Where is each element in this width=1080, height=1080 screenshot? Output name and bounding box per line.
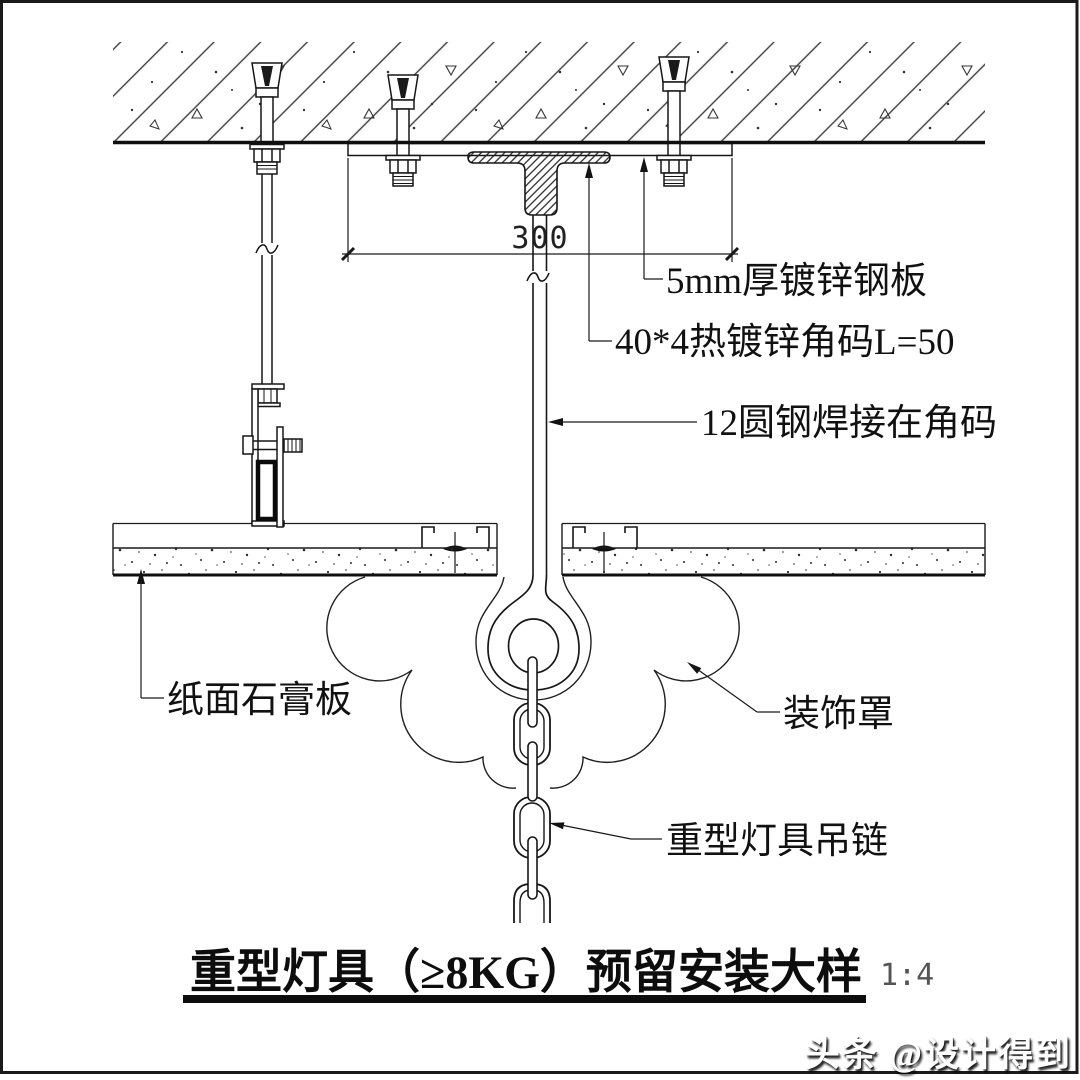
leader-chain	[549, 822, 662, 840]
leader-steel-plate	[640, 157, 663, 280]
carrier-channel	[255, 459, 278, 522]
chain-link-slim	[527, 836, 538, 900]
hanger-rod-left	[255, 174, 279, 385]
scale-text: 1:4	[880, 958, 934, 993]
dimension-300	[340, 158, 740, 262]
leader-arrow	[549, 822, 565, 830]
leader-angle-code	[585, 163, 612, 342]
expansion-anchor-right	[656, 56, 692, 187]
angle-code-bracket	[467, 151, 611, 216]
lamp-chain	[513, 656, 551, 923]
cover-scallops-left	[326, 576, 517, 789]
adjustable-hanger	[242, 383, 303, 528]
drawing-title: 重型灯具（≥8KG）预留安装大样	[190, 947, 862, 999]
bolt-head	[242, 435, 254, 455]
expansion-anchor-left	[249, 62, 285, 175]
chain-link-slim	[527, 656, 538, 728]
ceiling-assembly	[112, 522, 986, 577]
break-symbol	[526, 272, 550, 282]
label-decorative-cover: 装饰罩	[783, 694, 894, 735]
bolt-threads	[283, 438, 303, 453]
watermark: 头条 @设计得到	[804, 1035, 1072, 1074]
title-block: 重型灯具（≥8KG）预留安装大样 1:4	[183, 947, 934, 1003]
leader-arrow	[687, 662, 702, 674]
leader-round-steel	[548, 418, 697, 426]
chain-link-slim	[527, 741, 538, 802]
gypsum-board-right	[561, 523, 986, 577]
gypsum-board-left	[112, 523, 498, 577]
callouts	[137, 157, 780, 840]
cover-scallops-right	[549, 576, 740, 789]
expansion-anchor-middle	[385, 74, 421, 187]
dim-tick-left	[340, 246, 356, 262]
concrete-slab	[113, 42, 985, 141]
break-symbol	[255, 244, 279, 254]
label-round-steel: 12圆钢焊接在角码	[701, 402, 997, 444]
leader-arrow	[548, 418, 563, 426]
slab-aggregate	[113, 42, 985, 141]
label-chain: 重型灯具吊链	[666, 820, 888, 862]
title-underline	[183, 995, 866, 1003]
label-steel-plate: 5mm厚镀锌钢板	[666, 260, 927, 302]
dimension-text: 300	[511, 221, 568, 256]
leader-gypsum-board	[137, 569, 164, 699]
suspension-rod	[526, 215, 552, 575]
leader-decorative-cover	[687, 662, 780, 713]
dim-tick-right	[724, 246, 740, 262]
label-angle-code: 40*4热镀锌角码L=50	[615, 321, 954, 363]
label-gypsum-board: 纸面石膏板	[167, 679, 352, 721]
